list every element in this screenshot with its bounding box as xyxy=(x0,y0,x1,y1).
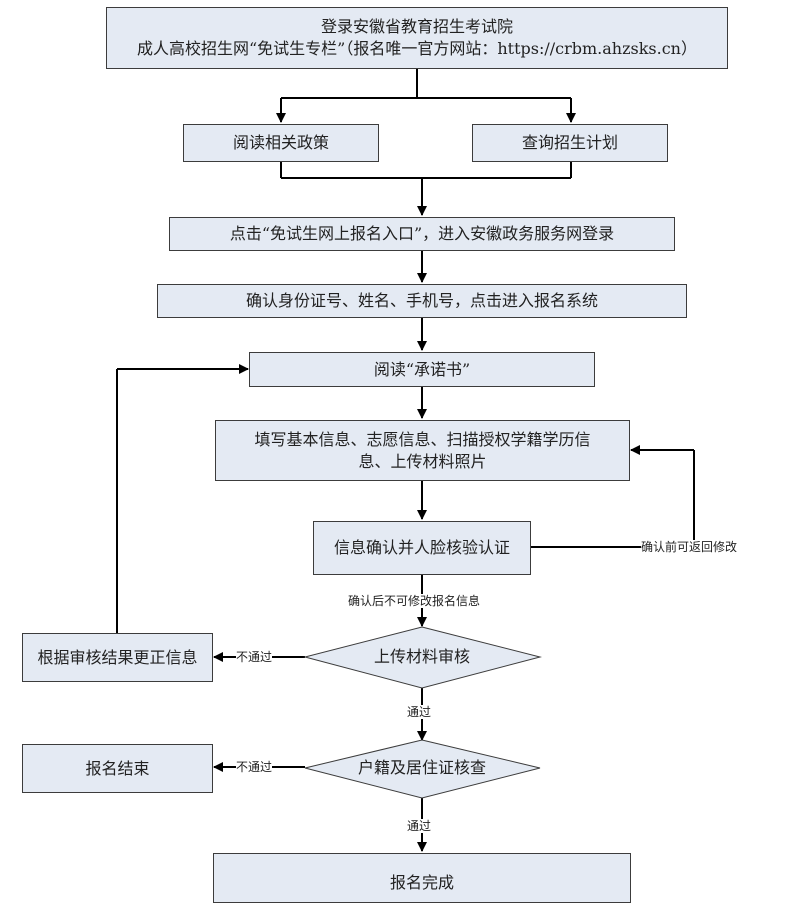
step-fill-info: 填写基本信息、志愿信息、扫描授权学籍学历信 息、上传材料照片 xyxy=(215,420,630,481)
decision-household-check xyxy=(304,739,541,799)
step-read-promise-label: 阅读“承诺书” xyxy=(373,359,471,379)
decision-household-check-label: 户籍及居住证核查 xyxy=(357,758,486,777)
edge-label-pass-1: 通过 xyxy=(407,705,432,719)
step-fill-info-line2: 息、上传材料照片 xyxy=(358,451,487,471)
edge-label-before-confirm: 确认前可返回修改 xyxy=(641,540,738,554)
step-check-plan: 查询招生计划 xyxy=(472,124,668,162)
step-registration-end: 报名结束 xyxy=(22,744,213,793)
step-click-entry: 点击“免试生网上报名入口”，进入安徽政务服务网登录 xyxy=(169,217,675,251)
step-login: 登录安徽省教育招生考试院 成人高校招生网“免试生专栏”（报名唯一官方网站：htt… xyxy=(106,7,728,69)
decision-upload-review xyxy=(303,626,542,689)
step-login-line1: 登录安徽省教育招生考试院 xyxy=(320,17,513,36)
step-correct-info: 根据审核结果更正信息 xyxy=(22,633,213,682)
step-click-entry-label: 点击“免试生网上报名入口”，进入安徽政务服务网登录 xyxy=(229,224,615,243)
step-read-promise: 阅读“承诺书” xyxy=(249,352,595,387)
step-registration-complete-label: 报名完成 xyxy=(389,873,454,892)
step-confirm-identity: 确认身份证号、姓名、手机号，点击进入报名系统 xyxy=(157,284,687,318)
edge-label-not-pass-2: 不通过 xyxy=(236,760,273,774)
step-read-policy: 阅读相关政策 xyxy=(183,124,379,162)
step-face-verify: 信息确认并人脸核验认证 xyxy=(313,521,531,575)
step-correct-info-label: 根据审核结果更正信息 xyxy=(37,647,198,667)
edge-label-pass-2: 通过 xyxy=(407,819,432,833)
step-confirm-identity-label: 确认身份证号、姓名、手机号，点击进入报名系统 xyxy=(245,291,598,310)
step-check-plan-label: 查询招生计划 xyxy=(521,133,618,152)
step-read-policy-label: 阅读相关政策 xyxy=(232,133,329,152)
edge-label-not-pass-1: 不通过 xyxy=(236,650,273,664)
step-fill-info-line1: 填写基本信息、志愿信息、扫描授权学籍学历信 xyxy=(254,429,591,449)
edge-label-after-confirm: 确认后不可修改报名信息 xyxy=(348,594,481,608)
decision-upload-review-label: 上传材料审核 xyxy=(373,647,470,666)
step-registration-end-label: 报名结束 xyxy=(85,758,150,778)
step-registration-complete: 报名完成 xyxy=(213,853,631,903)
step-login-line2: 成人高校招生网“免试生专栏”（报名唯一官方网站：https://crbm.ahz… xyxy=(136,39,697,58)
step-face-verify-label: 信息确认并人脸核验认证 xyxy=(333,538,510,557)
